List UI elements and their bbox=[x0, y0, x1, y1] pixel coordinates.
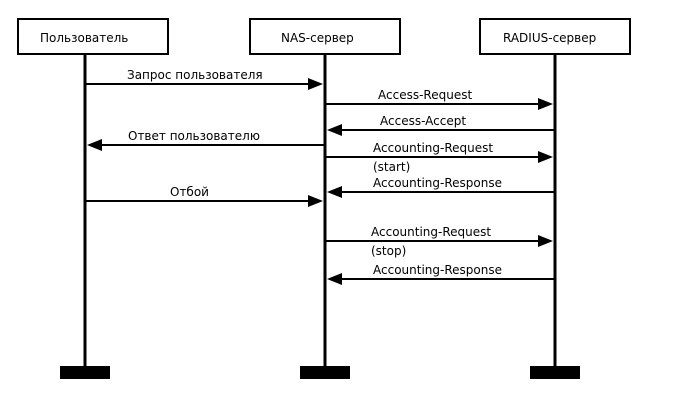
arrowhead-icon bbox=[327, 186, 342, 198]
lifeline-end-radius bbox=[530, 366, 580, 379]
lifeline-end-user bbox=[60, 366, 110, 379]
arrowhead-icon bbox=[327, 273, 342, 285]
message-group: Запрос пользователяAccess-RequestAccess-… bbox=[85, 68, 555, 285]
message-label: Accounting-Request bbox=[371, 225, 491, 239]
message-9: Accounting-Response bbox=[327, 263, 555, 285]
actor-nas: NAS-сервер bbox=[249, 18, 401, 55]
message-6: Accounting-Response bbox=[327, 176, 555, 198]
actor-radius: RADIUS-сервер bbox=[479, 18, 631, 55]
lifeline-end-nas bbox=[300, 366, 350, 379]
message-label: Accounting-Response bbox=[373, 176, 502, 190]
arrowhead-icon bbox=[538, 235, 553, 247]
actor-label: RADIUS-сервер bbox=[503, 31, 596, 45]
arrowhead-icon bbox=[308, 78, 323, 90]
message-sublabel: (start) bbox=[373, 160, 410, 174]
arrowhead-icon bbox=[538, 98, 553, 110]
message-7: Отбой bbox=[85, 185, 323, 207]
message-label: Accounting-Response bbox=[373, 263, 502, 277]
message-8: Accounting-Request (stop) bbox=[325, 225, 553, 258]
arrowhead-icon bbox=[327, 124, 342, 136]
message-label: Запрос пользователя bbox=[127, 68, 263, 82]
actor-label: Пользователь bbox=[40, 31, 128, 45]
message-3: Access-Accept bbox=[327, 114, 555, 136]
message-label: Отбой bbox=[170, 185, 209, 199]
actor-label: NAS-сервер bbox=[281, 31, 354, 45]
arrowhead-icon bbox=[538, 151, 553, 163]
message-5: Accounting-Request (start) bbox=[325, 141, 553, 174]
message-label: Ответ пользователю bbox=[128, 129, 260, 143]
message-sublabel: (stop) bbox=[371, 244, 406, 258]
message-label: Accounting-Request bbox=[373, 141, 493, 155]
message-1: Запрос пользователя bbox=[85, 68, 323, 90]
message-label: Access-Request bbox=[378, 88, 472, 102]
message-2: Access-Request bbox=[325, 88, 553, 110]
actor-user: Пользователь bbox=[17, 18, 169, 55]
arrowhead-icon bbox=[308, 195, 323, 207]
arrowhead-icon bbox=[87, 139, 102, 151]
message-4: Ответ пользователю bbox=[87, 129, 325, 151]
message-label: Access-Accept bbox=[380, 114, 466, 128]
